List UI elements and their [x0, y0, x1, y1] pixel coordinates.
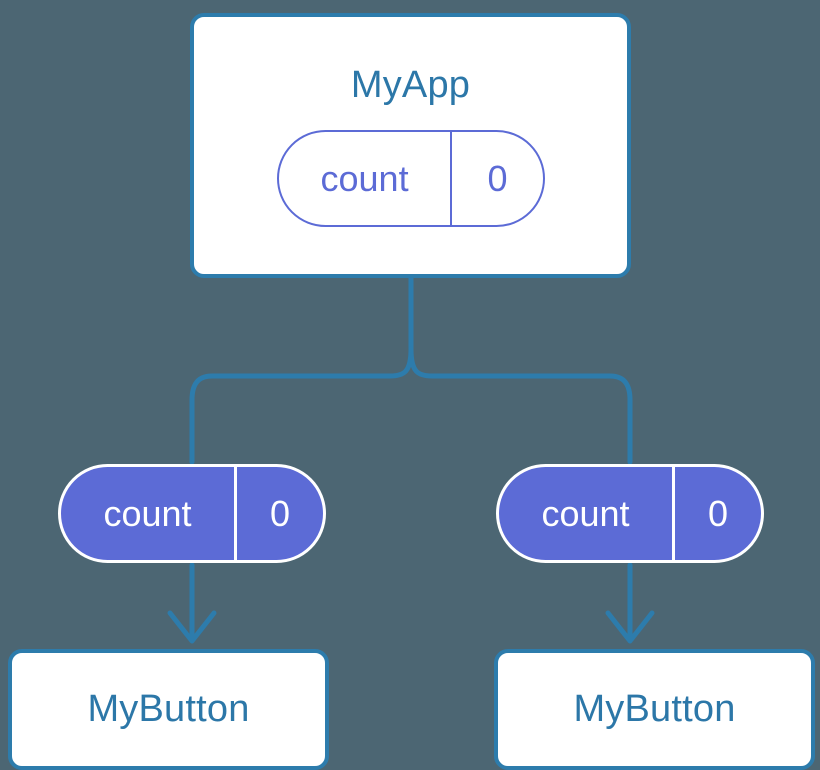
arrow-left — [167, 562, 217, 644]
props-pill-left-value: 0 — [233, 467, 323, 560]
component-mybutton-right[interactable]: MyButton — [494, 649, 815, 770]
state-pill-myapp[interactable]: count 0 — [277, 130, 545, 227]
branch-line-left — [189, 346, 414, 465]
props-pill-left-key: count — [103, 492, 192, 534]
state-pill-myapp-value: 0 — [450, 132, 543, 225]
component-mybutton-left[interactable]: MyButton — [8, 649, 329, 770]
branch-line-right — [408, 346, 633, 465]
props-pill-right-key: count — [541, 492, 630, 534]
props-pill-right[interactable]: count 0 — [496, 464, 764, 563]
arrow-right — [605, 562, 655, 644]
component-mybutton-right-label: MyButton — [573, 688, 736, 730]
props-pill-left[interactable]: count 0 — [58, 464, 326, 563]
component-mybutton-left-label: MyButton — [87, 688, 250, 730]
component-myapp-label: MyApp — [350, 64, 471, 106]
state-pill-myapp-key: count — [320, 157, 409, 199]
props-pill-right-value: 0 — [671, 467, 761, 560]
